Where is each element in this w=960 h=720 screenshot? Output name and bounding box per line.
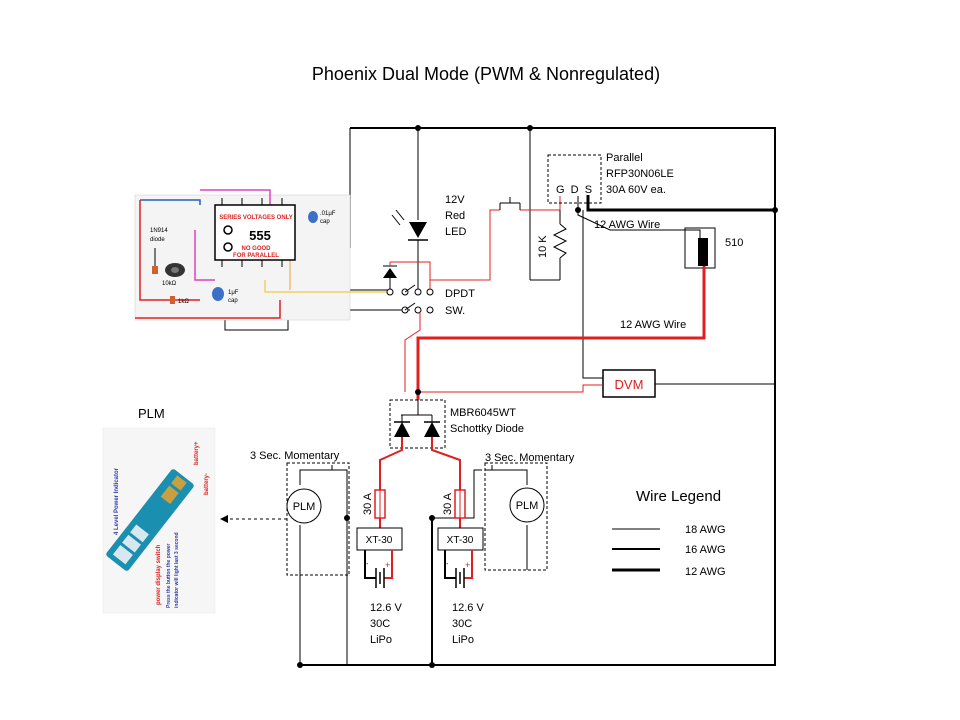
pot-510-label: 510 [725, 237, 743, 249]
plm-left-label: PLM [293, 501, 316, 513]
resistor-10k-label: 10 K [537, 235, 549, 258]
mosfet-pins: G D S [556, 184, 592, 196]
chip-note-bottom1: NO GOOD [241, 246, 271, 252]
connector-right-label: XT-30 [447, 535, 474, 546]
plm-text-4: power display switch [156, 544, 162, 605]
led-label-1: 12V [445, 194, 465, 206]
cap-01uf-label: .01μF [320, 211, 336, 217]
battery-right-label-2: 30C [452, 618, 472, 630]
connector-left-label: XT-30 [366, 535, 393, 546]
svg-text:+: + [465, 560, 470, 570]
cap-01uf [308, 211, 318, 223]
mosfet-label-1: Parallel [606, 152, 643, 164]
schottky-label-1: MBR6045WT [450, 407, 516, 419]
plm-right-circle [509, 487, 545, 523]
gate-push-switch [499, 197, 521, 210]
fuse-right-label: 30 A [442, 492, 454, 515]
battery-left-label-3: LiPo [370, 634, 392, 646]
chip-note-bottom2: FOR PARALLEL [233, 253, 279, 259]
led-12v-red: 12V Red LED [391, 194, 466, 241]
wire-legend: Wire Legend 18 AWG 16 AWG 12 AWG [612, 488, 726, 578]
main-wiring [224, 127, 776, 666]
red-12awg-wire [404, 266, 706, 400]
legend-title: Wire Legend [636, 488, 721, 505]
mosfet-label-2: RFP30N06LE [606, 168, 674, 180]
led-label-3: LED [445, 226, 466, 238]
plm-text-1: 4 Level Power Indicator [114, 467, 120, 535]
battery-right-label-1: 12.6 V [452, 602, 484, 614]
dpdt-label-2: SW. [445, 305, 465, 317]
connector-right: XT-30 [437, 527, 484, 551]
fuse-left: 30 A [362, 489, 386, 528]
dvm-box: DVM [602, 369, 656, 398]
cap-1uf-label: 1μF [228, 290, 239, 296]
momentary-right-label: 3 Sec. Momentary [485, 452, 575, 464]
svg-text:-: - [366, 561, 369, 568]
plm-text-3: battery- [204, 473, 210, 495]
dpdt-label-1: DPDT [445, 288, 475, 300]
battery-right: - + 12.6 V 30C LiPo [444, 550, 484, 646]
plm-left-circle [286, 488, 322, 524]
schottky-diode: MBR6045WT Schottky Diode [389, 399, 524, 449]
diode-label2: diode [150, 237, 165, 243]
schottky-label-2: Schottky Diode [450, 423, 524, 435]
cap-1uf [212, 287, 224, 301]
chip-label: 555 [249, 228, 271, 243]
diode-to-fuse-wires [379, 437, 461, 490]
cap-1uf-label2: cap [228, 298, 238, 304]
diagram-title: Phoenix Dual Mode (PWM & Nonregulated) [312, 64, 660, 84]
plm-title: PLM [138, 406, 165, 421]
led-label-2: Red [445, 210, 465, 222]
svg-text:+: + [385, 560, 390, 570]
fuse-right: 30 A [442, 489, 466, 528]
fuse-left-label: 30 A [362, 492, 374, 515]
resistor-1k-label: 1kΩ [178, 299, 189, 305]
timer-555-board: SERIES VOLTAGES ONLY 555 NO GOOD FOR PAR… [134, 189, 390, 321]
momentary-right-group: 3 Sec. Momentary PLM [484, 452, 575, 571]
legend-item-18awg: 18 AWG [685, 524, 726, 536]
diode-label: 1N914 [150, 228, 168, 234]
cap-01uf-label2: cap [320, 219, 330, 225]
wire-label-top: 12 AWG Wire [594, 219, 660, 231]
chip-note-top: SERIES VOLTAGES ONLY [219, 215, 293, 221]
plm-text-2: battery+ [194, 441, 200, 465]
dpdt-switch: DPDT SW. [383, 261, 475, 317]
junction-dots [297, 125, 778, 668]
battery-left: - + 12.6 V 30C LiPo [364, 550, 402, 646]
svg-text:-: - [446, 561, 449, 568]
plm-right-label: PLM [516, 500, 539, 512]
legend-item-12awg: 12 AWG [685, 566, 726, 578]
momentary-left-group: 3 Sec. Momentary PLM [250, 450, 350, 576]
mosfet-label-3: 30A 60V ea. [606, 184, 666, 196]
pot-label: 10kΩ [162, 281, 177, 287]
plm-text-6: indicator will light last 3 second [174, 532, 180, 608]
dvm-label: DVM [615, 377, 644, 392]
battery-left-label-2: 30C [370, 618, 390, 630]
plm-text-5: Press the button the power [166, 543, 172, 608]
resistor-10k: 10 K [537, 210, 568, 280]
mosfet-parallel: G D S Parallel RFP30N06LE 30A 60V ea. [547, 152, 674, 204]
pot-510: 510 [684, 227, 743, 269]
battery-right-label-3: LiPo [452, 634, 474, 646]
plm-board: PLM 4 Level Power Indicator battery+ bat… [102, 406, 216, 614]
momentary-left-label: 3 Sec. Momentary [250, 450, 340, 462]
battery-left-label-1: 12.6 V [370, 602, 402, 614]
legend-item-16awg: 16 AWG [685, 544, 726, 556]
wire-label-mid: 12 AWG Wire [620, 319, 686, 331]
connector-left: XT-30 [356, 527, 403, 551]
